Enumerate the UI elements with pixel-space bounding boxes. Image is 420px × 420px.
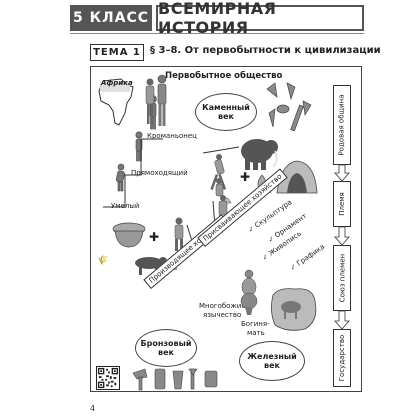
- evolution-steps-icon: [103, 138, 163, 208]
- plus-icon: ✚: [240, 170, 251, 184]
- venus-figurine-icon: [240, 269, 258, 315]
- caveman-figure-icon: [157, 74, 167, 126]
- hunter-spear-icon: [202, 146, 240, 191]
- goddess-label: Богиня-: [241, 320, 270, 328]
- flow-box-clan: Родовая община: [333, 85, 351, 165]
- grade-badge: 5 КЛАСС: [70, 5, 152, 31]
- graphics-label: ✓ Графика: [288, 242, 327, 273]
- pryamokhodyashchiy-label: Прямоходящий: [131, 169, 188, 177]
- paganism-label: язычество: [203, 311, 242, 319]
- stone-age-label: Каменный век: [202, 102, 250, 121]
- flow-box-union: Союз племен: [333, 245, 351, 311]
- qr-code-icon[interactable]: [96, 366, 120, 390]
- africa-label: Африка: [101, 79, 133, 87]
- iron-age-cloud: Железный век: [239, 341, 305, 381]
- iron-age-label: Железный век: [247, 351, 297, 370]
- page-number: 4: [90, 404, 96, 413]
- subject-title: ВСЕМИРНАЯ ИСТОРИЯ: [156, 0, 364, 37]
- africa-map-icon: [98, 78, 134, 126]
- bronze-age-label: Бронзовый век: [140, 338, 192, 357]
- flow-box-state: Государство: [333, 329, 351, 387]
- topic-label: ТЕМА 1: [90, 44, 144, 61]
- stone-tools-icon: [266, 82, 312, 132]
- diagram-frame: Первобытное общество Африка Кроманьонец …: [90, 66, 362, 392]
- plus-icon-2: ✚: [149, 230, 160, 244]
- mammoth-icon: [241, 139, 278, 170]
- header-divider: [70, 33, 364, 34]
- mother-label: мать: [247, 329, 265, 337]
- evolution-figures-icon: [115, 95, 157, 192]
- flow-arrow-3-icon: [334, 311, 350, 329]
- topic-title: § 3–8. От первобытности к цивилизации: [150, 45, 381, 56]
- bronze-iron-tools-icon: [132, 368, 218, 391]
- caveman-figure-2-icon: [145, 78, 155, 124]
- flow-arrow-2-icon: [334, 227, 350, 245]
- pottery-icon: [112, 222, 146, 248]
- flow-box-tribe: Племя: [333, 181, 351, 227]
- umelyy-label: Умелый: [111, 202, 140, 210]
- wheat-icon: 🌾: [97, 256, 109, 266]
- stone-age-cloud: Каменный век: [195, 93, 257, 131]
- kromanyonets-label: Кроманьонец: [147, 132, 197, 140]
- rock-painting-icon: [271, 288, 317, 331]
- polytheism-label: Многобожие =: [199, 302, 254, 310]
- cave-icon: [276, 160, 318, 194]
- flow-arrow-1-icon: [334, 165, 350, 181]
- diagram-title: Первобытное общество: [165, 71, 283, 81]
- bronze-age-cloud: Бронзовый век: [135, 329, 197, 367]
